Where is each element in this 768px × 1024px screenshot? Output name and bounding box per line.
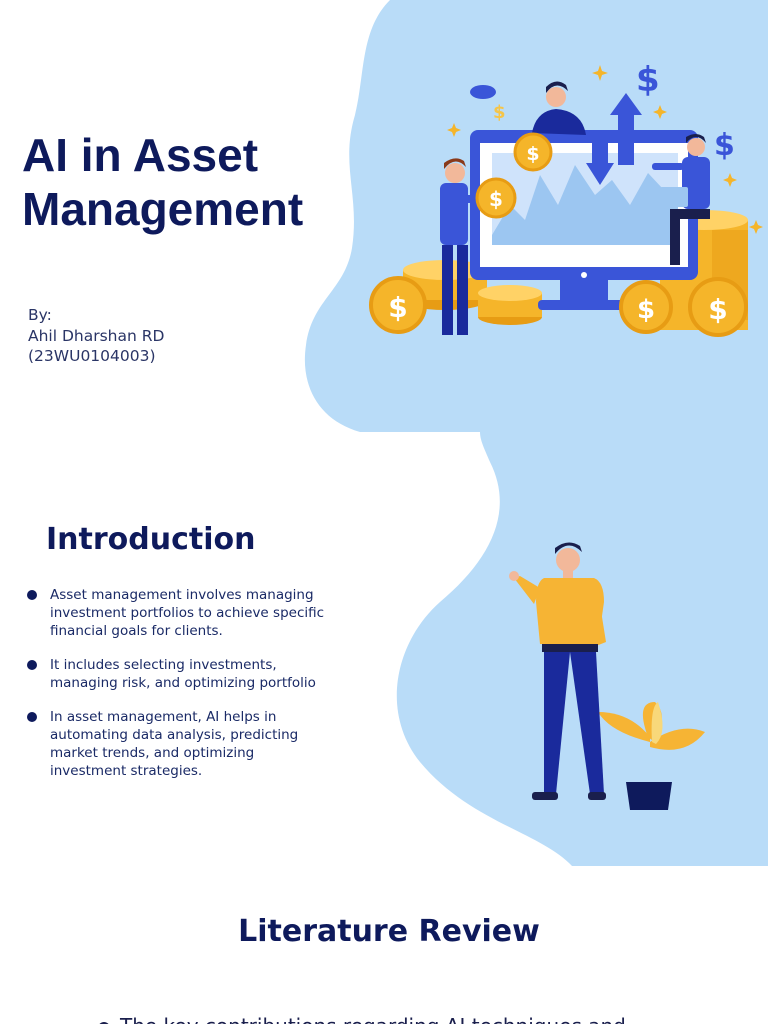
svg-text:$: $ bbox=[388, 291, 407, 324]
dollar-sign-icon: $ bbox=[636, 60, 660, 100]
asset-illustration: $ $ $ bbox=[369, 60, 763, 337]
bullet-text: It includes selecting investments, manag… bbox=[50, 657, 316, 691]
svg-text:$: $ bbox=[526, 143, 539, 165]
introduction-slide: Introduction Asset management involves m… bbox=[0, 432, 768, 866]
section-heading: Literature Review bbox=[238, 914, 540, 949]
monitor bbox=[470, 130, 698, 310]
sparkle-icon bbox=[447, 65, 763, 234]
arrow-up-icon bbox=[610, 93, 642, 165]
literature-review-slide: Literature Review The key contributions … bbox=[0, 866, 768, 1024]
presenter-illustration bbox=[509, 542, 705, 810]
bullet-text: In asset management, AI helps in automat… bbox=[50, 709, 299, 779]
svg-text:$: $ bbox=[637, 295, 655, 325]
list-item: In asset management, AI helps in automat… bbox=[26, 708, 326, 780]
bullet-icon bbox=[27, 590, 37, 600]
bullet-list: Asset management involves managing inves… bbox=[26, 586, 326, 796]
svg-text:$: $ bbox=[489, 187, 503, 211]
coin-icon: $ bbox=[688, 277, 748, 337]
list-item: Asset management involves managing inves… bbox=[26, 586, 326, 640]
byline-label: By: bbox=[28, 306, 52, 324]
coin-icon: $ bbox=[513, 132, 553, 172]
coin-icon: $ bbox=[619, 280, 673, 334]
author-id: (23WU0104003) bbox=[28, 347, 156, 365]
person-right bbox=[652, 134, 710, 265]
author-name: Ahil Dharshan RD bbox=[28, 326, 165, 345]
byline: By: Ahil Dharshan RD (23WU0104003) bbox=[28, 305, 164, 367]
bullet-icon bbox=[27, 712, 37, 722]
slide-title: AI in Asset Management bbox=[22, 128, 303, 236]
presenter-person bbox=[509, 542, 606, 800]
list-item: It includes selecting investments, manag… bbox=[26, 656, 326, 692]
title-line-1: AI in Asset bbox=[22, 129, 259, 181]
bullet-text: Asset management involves managing inves… bbox=[50, 587, 325, 639]
dollar-sign-icon: $ bbox=[714, 128, 735, 163]
svg-text:$: $ bbox=[708, 293, 727, 326]
bullet-icon bbox=[98, 1021, 110, 1024]
title-slide: AI in Asset Management By: Ahil Dharshan… bbox=[0, 0, 768, 432]
bullet-text: The key contributions regarding AI techn… bbox=[120, 1014, 626, 1024]
oval-chip-icon bbox=[470, 85, 496, 99]
section-heading: Introduction bbox=[46, 522, 256, 557]
plant-icon bbox=[598, 702, 705, 810]
arrow-down-icon bbox=[586, 133, 614, 185]
coin-icon: $ bbox=[369, 276, 427, 334]
coin-icon: $ bbox=[475, 177, 517, 219]
person-top bbox=[532, 81, 586, 135]
bullet-icon bbox=[27, 660, 37, 670]
dollar-sign-icon: $ bbox=[493, 102, 506, 123]
title-line-2: Management bbox=[22, 183, 304, 235]
list-item: The key contributions regarding AI techn… bbox=[98, 1014, 626, 1024]
